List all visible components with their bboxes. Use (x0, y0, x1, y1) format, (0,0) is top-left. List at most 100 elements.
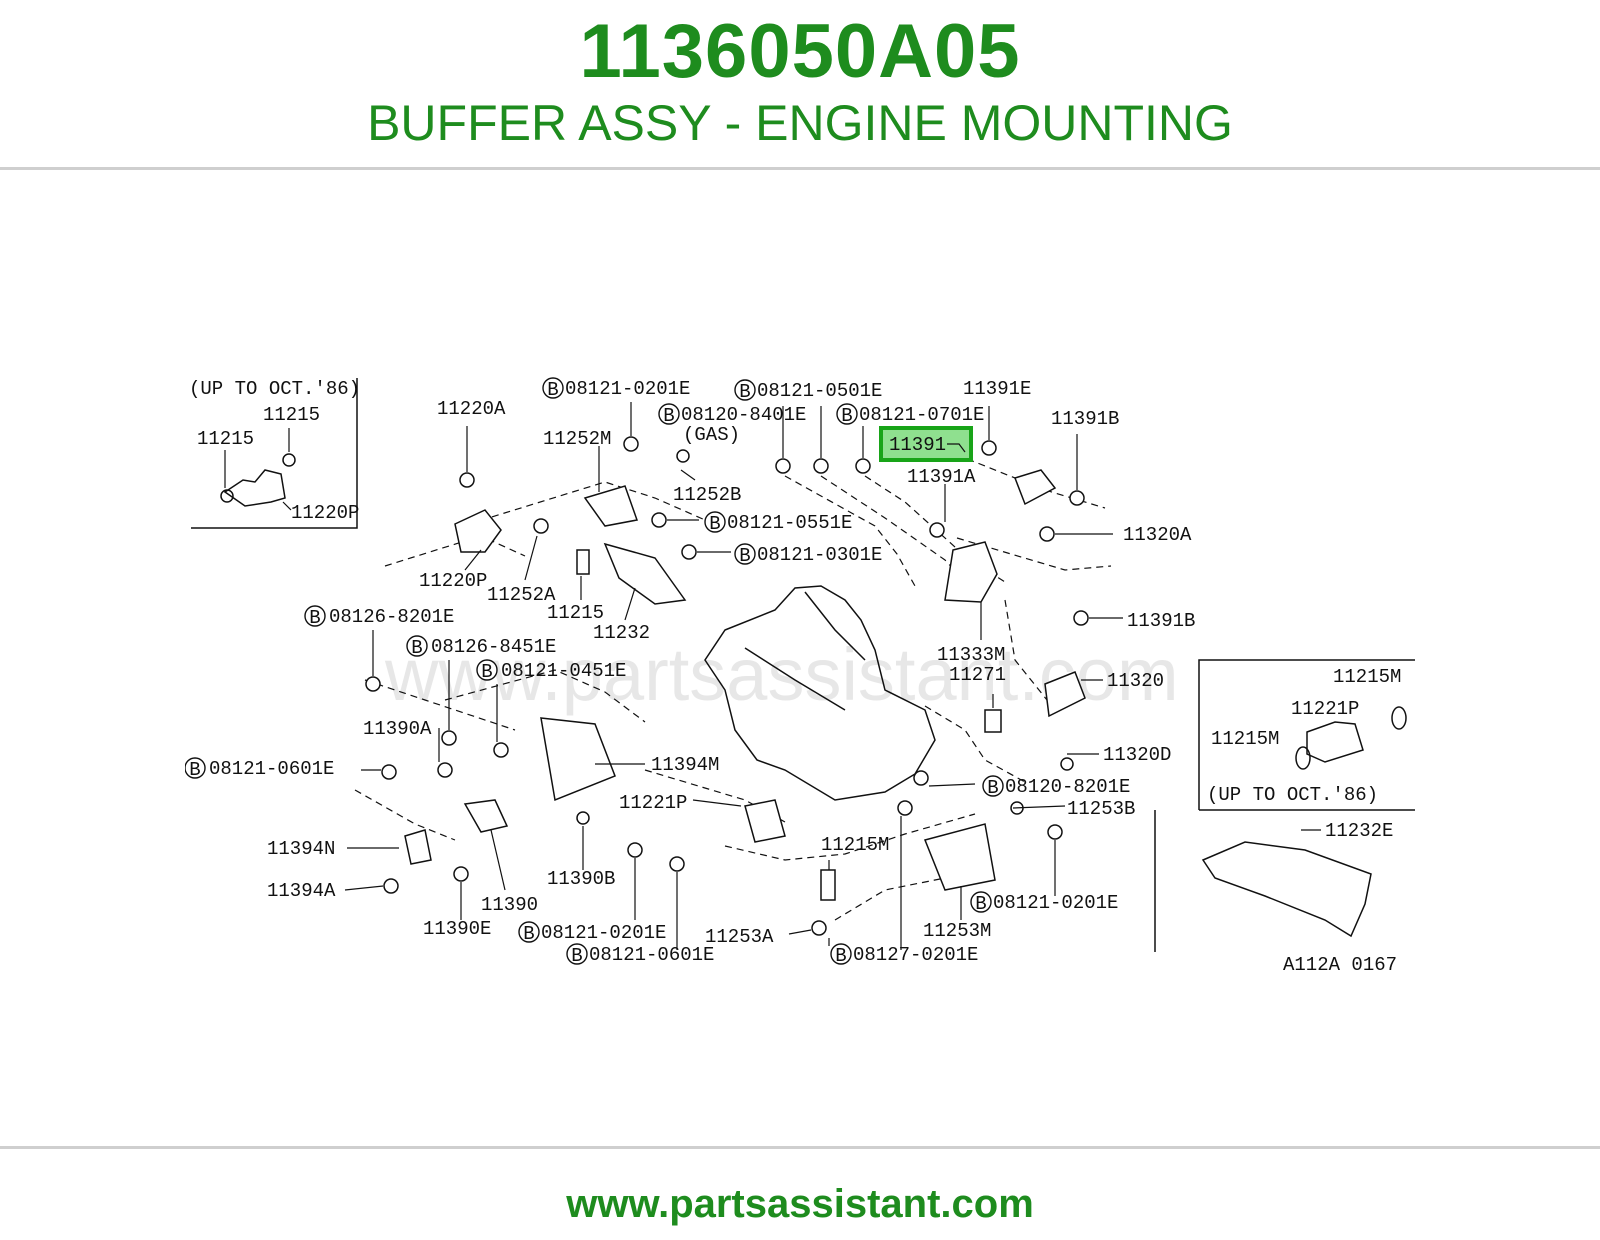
svg-text:B: B (975, 893, 986, 915)
parts-diagram: www.partsassistant.com (UP TO OCT.'86) 1… (185, 330, 1415, 1010)
buffer-11391 (1014, 469, 1057, 506)
part-label[interactable]: 11252A (487, 584, 556, 606)
part-label[interactable]: 08121-0501E (757, 380, 882, 402)
bolt (981, 440, 997, 456)
stopper-11215m (820, 869, 836, 901)
part-label[interactable]: 08121-0201E (565, 378, 690, 400)
part-label[interactable]: 08121-0601E (209, 758, 334, 780)
part-name-subtitle: BUFFER ASSY - ENGINE MOUNTING (367, 95, 1233, 151)
part-label[interactable]: 11252M (543, 428, 611, 450)
bolt (669, 856, 685, 872)
part-label[interactable]: 11394A (267, 880, 336, 902)
page-header: 1136050A05 BUFFER ASSY - ENGINE MOUNTING (0, 0, 1600, 168)
part-label[interactable]: 11320D (1103, 744, 1171, 766)
part-label[interactable]: 11320 (1107, 670, 1164, 692)
diagram-bolts (365, 436, 1089, 936)
bracket-11252m (583, 485, 638, 527)
part-label[interactable]: 11390E (423, 918, 491, 940)
bolt (437, 762, 453, 778)
part-label[interactable]: 11391B (1051, 408, 1119, 430)
part-label[interactable]: 08126-8451E (431, 636, 556, 658)
bolt (453, 866, 469, 882)
highlighted-part-label[interactable]: 11391 (889, 434, 946, 456)
bolt (365, 676, 381, 692)
bolt (1047, 824, 1063, 840)
part-label[interactable]: 11391A (907, 466, 976, 488)
inset-top-left: (UP TO OCT.'86) 11215 11215 11220P (189, 378, 360, 529)
nut (1069, 490, 1085, 506)
part-label[interactable]: 11253M (923, 920, 991, 942)
inset-label: 11221P (1291, 698, 1359, 720)
svg-text:B: B (739, 381, 750, 403)
part-label[interactable]: 08121-0201E (541, 922, 666, 944)
part-label[interactable]: 11253A (705, 926, 774, 948)
bolt (681, 544, 697, 560)
bolt (1039, 526, 1055, 542)
part-label[interactable]: 11333M (937, 644, 1005, 666)
svg-text:B: B (841, 405, 852, 427)
mount-11220p (454, 509, 502, 553)
inset-washer (1295, 746, 1311, 770)
svg-text:B: B (835, 945, 846, 967)
bracket-11320 (1044, 671, 1086, 718)
bracket-11394n (404, 829, 432, 865)
part-label[interactable]: 11320A (1123, 524, 1192, 546)
footer-website[interactable]: www.partsassistant.com (566, 1182, 1034, 1226)
svg-text:B: B (987, 777, 998, 799)
inset-label: 11220P (291, 502, 359, 524)
bracket-11394m (540, 717, 616, 802)
diagram-parts (404, 469, 1086, 901)
part-label[interactable]: 11232 (593, 622, 650, 644)
nut (1073, 610, 1089, 626)
part-label[interactable]: 11391B (1127, 610, 1195, 632)
figure-code: A112A 0167 (1283, 954, 1397, 976)
part-label[interactable]: 11271 (949, 664, 1006, 686)
part-label[interactable]: 11220A (437, 398, 506, 420)
inset-label: 11215 (197, 428, 254, 450)
part-label[interactable]: (GAS) (683, 424, 740, 446)
part-label[interactable]: 11220P (419, 570, 487, 592)
inset-washer (1391, 706, 1407, 730)
bolt (1060, 757, 1074, 771)
svg-text:B: B (411, 637, 422, 659)
part-label[interactable]: 08121-0301E (757, 544, 882, 566)
part-label[interactable]: 08121-0701E (859, 404, 984, 426)
inset-washer (282, 453, 296, 467)
inset-frame (1198, 659, 1415, 810)
part-labels: 08121-0201E 11252M 11220A 11252B 08121-0… (209, 378, 1195, 966)
svg-text:B: B (523, 923, 534, 945)
part-label[interactable]: 08121-0601E (589, 944, 714, 966)
part-label[interactable]: 11252B (673, 484, 741, 506)
part-label[interactable]: 08120-8201E (1005, 776, 1130, 798)
part-label[interactable]: 11391E (963, 378, 1031, 400)
part-label[interactable]: 08121-0451E (501, 660, 626, 682)
part-label[interactable]: 11394N (267, 838, 335, 860)
part-label[interactable]: 08121-0551E (727, 512, 852, 534)
svg-text:B: B (309, 607, 320, 629)
part-label[interactable]: 11215M (821, 834, 889, 856)
bolt (459, 472, 475, 488)
inset-bracket-drawing (1201, 841, 1372, 938)
part-label[interactable]: 11394M (651, 754, 719, 776)
part-label[interactable]: 11390A (363, 718, 432, 740)
bolt (929, 522, 945, 538)
svg-text:B: B (571, 945, 582, 967)
part-label[interactable]: 11390B (547, 868, 615, 890)
inset-caption: (UP TO OCT.'86) (1207, 784, 1378, 806)
part-number-title: 1136050A05 (579, 9, 1021, 94)
inset-leader-lines (224, 428, 292, 511)
part-label[interactable]: 11215 (547, 602, 604, 624)
part-label[interactable]: 08120-8401E (681, 404, 806, 426)
part-label[interactable]: 08121-0201E (993, 892, 1118, 914)
bolt (623, 436, 639, 452)
bolt (651, 512, 667, 528)
bolt (813, 458, 829, 474)
part-label[interactable]: 11390 (481, 894, 538, 916)
part-label[interactable]: 11253B (1067, 798, 1135, 820)
part-label[interactable]: 08127-0201E (853, 944, 978, 966)
part-label[interactable]: 08126-8201E (329, 606, 454, 628)
bolt (811, 920, 827, 936)
part-label[interactable]: 11221P (619, 792, 687, 814)
mount-11221p (744, 799, 786, 843)
